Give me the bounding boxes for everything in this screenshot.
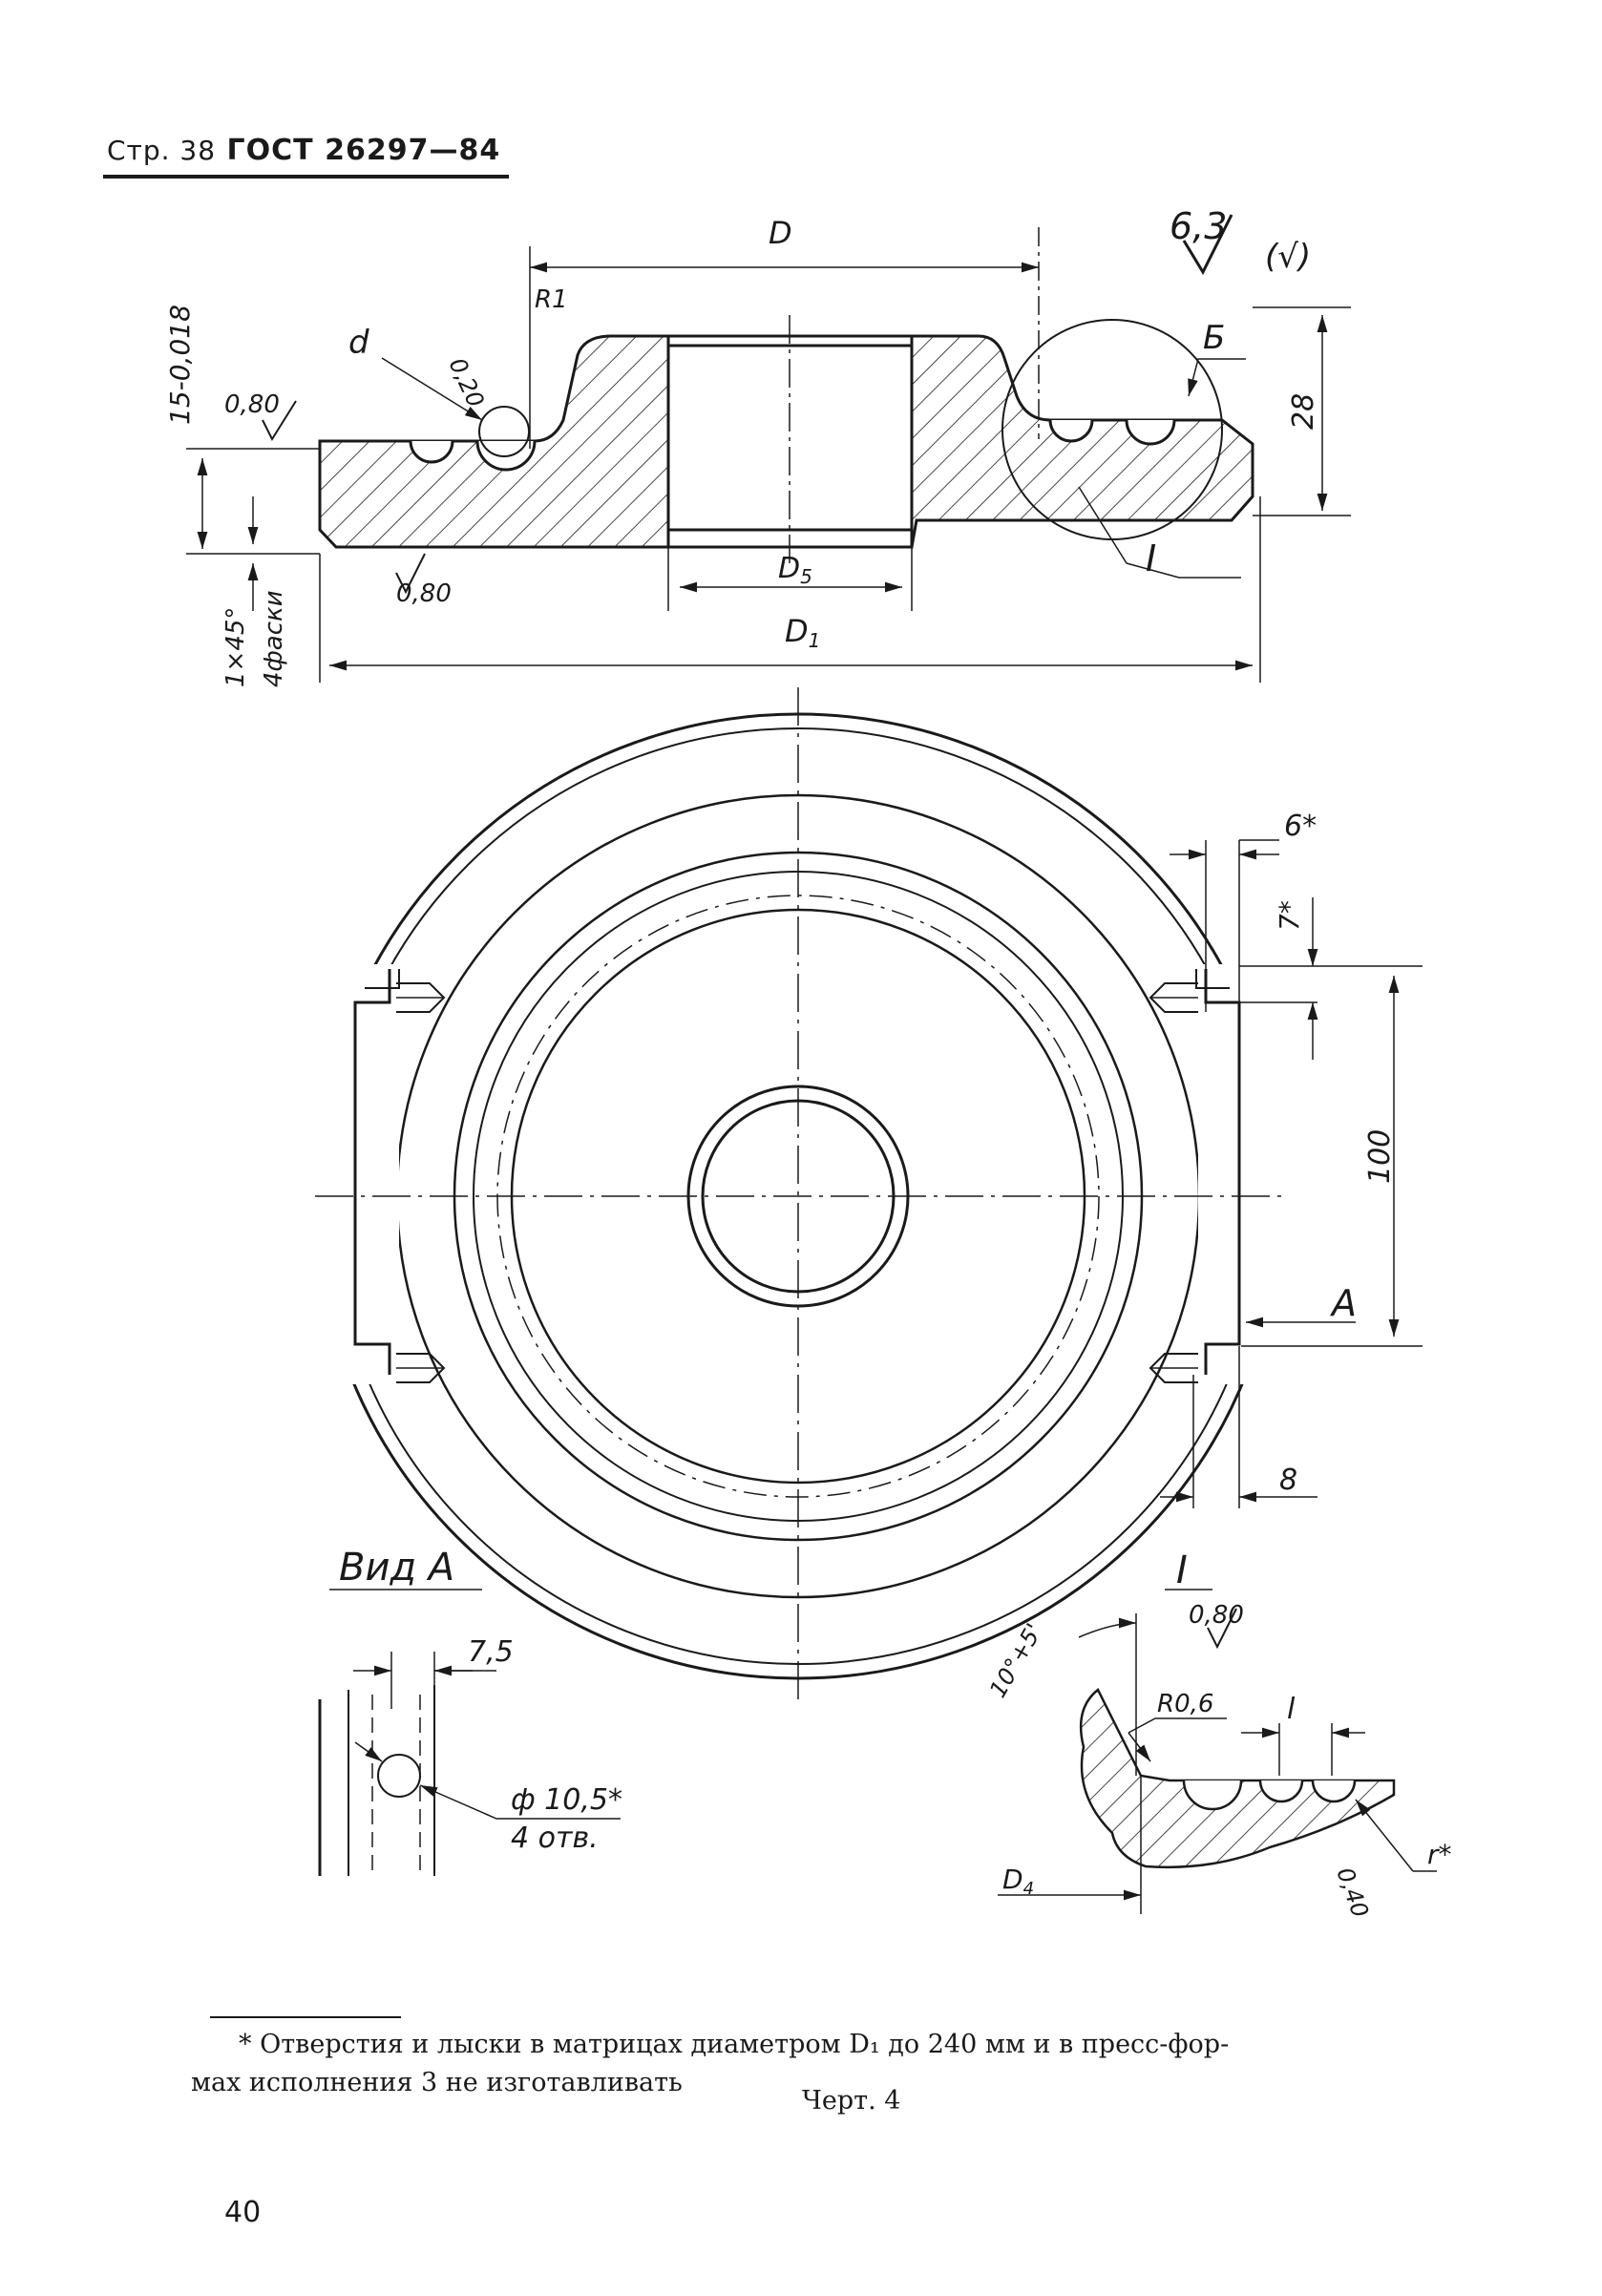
detail-i [998,1589,1437,1914]
page-header: Стр. 38 ГОСТ 26297—84 [107,134,500,167]
hole-diameter: ф 10,5* [511,1783,622,1817]
footnote-line-1: * Отверстия и лыски в матрицах диаметром… [239,2030,1230,2059]
roughness-top-left: 0,80 [224,390,280,419]
section-right-body [910,334,1254,548]
dim-D: D [769,215,792,251]
roughness-bottom: 0,80 [396,579,452,608]
footnote-line-2: мах исполнения 3 не изготавливать [191,2068,683,2097]
page-number: 40 [224,2196,262,2229]
view-A-arrow-label: A [1329,1282,1357,1324]
plan-view [286,687,1423,1704]
detail-angle: 10°+5' [984,1619,1048,1702]
standard-code: ГОСТ 26297—84 [226,134,501,167]
dim-8: 8 [1279,1464,1297,1497]
dim-d: d [348,324,369,362]
detail-radius: R0,6 [1157,1690,1213,1718]
chamfer-note: 4фаски [260,590,288,687]
detail-dim-l: l [1287,1693,1296,1726]
figure-caption: Черт. 4 [802,2086,901,2116]
dim-D5: D5 [778,552,812,588]
dim-100: 100 [1363,1129,1397,1184]
view-B-label: Б [1203,319,1225,357]
detail-dim-D4: D4 [1002,1864,1034,1899]
groove-circle [478,406,530,457]
dim-D1: D1 [785,613,820,652]
dim-6-star: 6* [1284,810,1317,843]
view-a [318,1589,621,1876]
detail-i-body [1079,1688,1396,1869]
detail-r-star: r* [1427,1839,1452,1870]
hole-count: 4 отв. [511,1822,599,1855]
roughness-general: 6,3 [1170,205,1227,247]
view-a-title: Вид А [339,1546,454,1590]
dim-R1: R1 [535,285,568,314]
detail-roughness: 0,80 [1189,1601,1244,1630]
dim-28: 28 [1287,393,1320,430]
view-a-labels: Вид А 7,5 ф 10,5* 4 отв. [339,1546,622,1855]
footnote: * Отверстия и лыски в матрицах диаметром… [191,2026,1470,2102]
header-rule [103,175,509,179]
plan-labels: 6* 7* 100 8 A [1274,810,1397,1497]
dim-tolerance: 15-0,018 [164,305,196,425]
detail-i-title: I [1176,1548,1188,1592]
roughness-groove: 0,20 [444,354,490,411]
dim-7-5: 7,5 [468,1635,514,1669]
footnote-rule [210,2016,401,2018]
page-label: Стр. 38 [107,135,217,166]
section-labels: D D1 D5 28 R1 d 15-0,018 1×45° 4фаски 0,… [164,205,1320,687]
view-a-hole [377,1754,421,1798]
roughness-general-paren: (√) [1265,238,1311,276]
section-view [186,214,1351,683]
dim-7-star: 7* [1274,900,1305,931]
detail-roughness-groove: 0,40 [1331,1864,1374,1921]
chamfer-spec: 1×45° [221,607,250,687]
detail-I-label: I [1146,537,1156,579]
